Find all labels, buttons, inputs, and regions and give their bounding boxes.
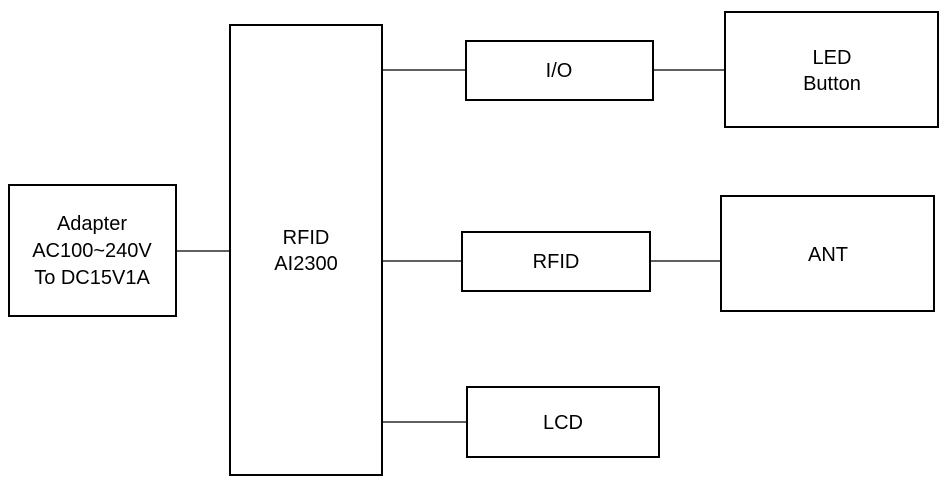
io-block: I/O: [465, 40, 654, 101]
rfid-module-block: RFID: [461, 231, 651, 292]
rfid-main-label-line-1: RFID: [283, 227, 330, 249]
lcd-block: LCD: [466, 386, 660, 458]
io-box: [465, 40, 654, 101]
rfid-module-box: [461, 231, 651, 292]
ant-box: [720, 195, 935, 312]
lcd-box: [466, 386, 660, 458]
rfid-main-label-line-2: AI2300: [274, 253, 337, 275]
rfid-main-box: [229, 24, 383, 476]
rfid-main-block: RFID AI2300: [229, 24, 383, 476]
ant-label: ANT: [808, 244, 848, 266]
lcd-label: LCD: [543, 412, 583, 434]
io-label: I/O: [546, 60, 573, 82]
adapter-box: [8, 184, 177, 317]
adapter-block: Adapter AC100~240V To DC15V1A: [8, 184, 177, 317]
led-button-box: [724, 11, 939, 128]
led-button-label-line-2: Button: [803, 73, 861, 95]
led-button-block: LED Button: [724, 11, 939, 128]
adapter-label-line-1: Adapter: [57, 213, 127, 235]
adapter-label-line-3: To DC15V1A: [34, 267, 150, 289]
led-button-label-line-1: LED: [813, 47, 852, 69]
ant-block: ANT: [720, 195, 935, 312]
rfid-module-label: RFID: [533, 251, 580, 273]
adapter-label-line-2: AC100~240V: [32, 240, 152, 262]
